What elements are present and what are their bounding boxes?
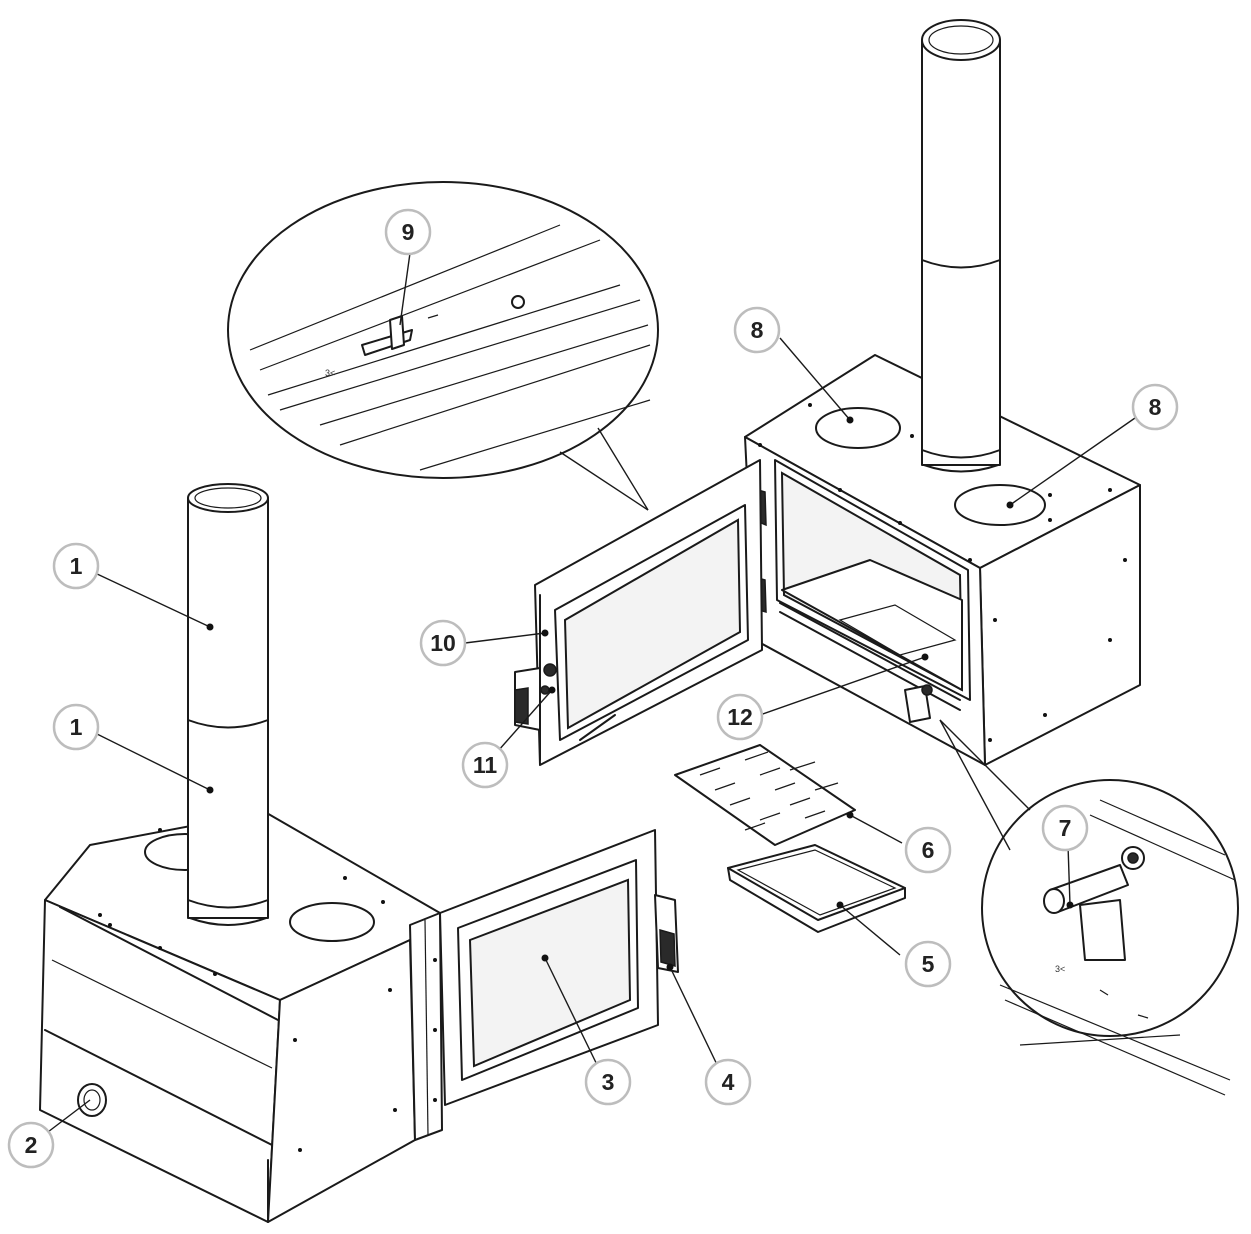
- callout-label: 6: [922, 837, 935, 863]
- top-hole-front-right: [289, 902, 375, 942]
- callout-label: 2: [25, 1132, 38, 1158]
- callout-label: 10: [430, 630, 456, 656]
- top-plate-back: [815, 407, 901, 449]
- callout-label: 9: [402, 219, 415, 245]
- callout-label: 3: [602, 1069, 615, 1095]
- callout-label: 5: [922, 951, 935, 977]
- hinge-detail-view: 3<: [227, 181, 659, 511]
- callout-pipe-upper: 1: [52, 542, 100, 590]
- ash-tray-part: [727, 844, 906, 933]
- callout-air-inlet: 2: [7, 1121, 55, 1169]
- callout-ash-tray: 5: [904, 940, 952, 988]
- left-stove: [39, 483, 443, 1223]
- callout-pipe-lower: 1: [52, 703, 100, 751]
- air-inlet-knob: [77, 1083, 107, 1117]
- open-door: [514, 459, 763, 766]
- callout-label: 1: [70, 714, 83, 740]
- callout-label: 8: [1149, 394, 1162, 420]
- top-plate-front: [954, 484, 1046, 526]
- right-chimney-pipe: [921, 19, 1001, 473]
- left-chimney-pipe: [187, 483, 269, 926]
- callout-label: 4: [722, 1069, 735, 1095]
- callout-door-glass: 3: [584, 1058, 632, 1106]
- callout-hinge-slot: 9: [384, 208, 432, 256]
- callout-label: 1: [70, 553, 83, 579]
- right-stove: [744, 19, 1141, 766]
- leader-lines: [43, 252, 1136, 1136]
- hinge-detail-mark: 3<: [325, 368, 335, 378]
- latch-detail-view: 3<: [939, 719, 1239, 1096]
- hinge-slot-tab: [389, 315, 405, 350]
- callout-label: 11: [473, 752, 498, 778]
- callout-top-plate-left: 8: [733, 306, 781, 354]
- callout-label: 12: [727, 704, 753, 730]
- exploded-door: [439, 829, 679, 1106]
- callout-top-plate-right: 8: [1131, 383, 1179, 431]
- door-glass-panel: [468, 878, 632, 1068]
- latch-detail-mark: 3<: [1055, 964, 1065, 974]
- callout-door-frame: 10: [419, 619, 467, 667]
- callout-label: 7: [1059, 815, 1072, 841]
- callout-latch-pin: 7: [1041, 804, 1089, 852]
- grate-part: [674, 744, 856, 846]
- callout-door-latch: 11: [461, 741, 509, 789]
- door-latch-mechanism: [543, 663, 557, 677]
- callout-door-handle: 4: [704, 1058, 752, 1106]
- callout-firebox-floor: 12: [716, 693, 764, 741]
- callout-label: 8: [751, 317, 764, 343]
- callout-grate: 6: [904, 826, 952, 874]
